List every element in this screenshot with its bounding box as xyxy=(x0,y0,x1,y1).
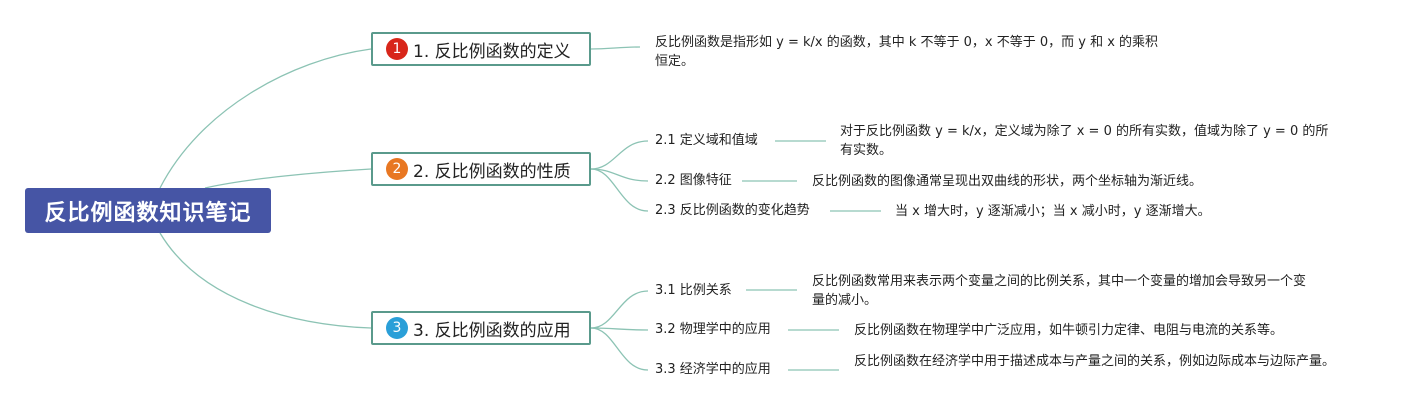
connector-root-topic3 xyxy=(159,232,372,329)
topic-label: 3. 反比例函数的应用 xyxy=(413,320,571,341)
subtopic-economics[interactable]: 3.3 经济学中的应用 xyxy=(655,362,771,377)
connector-root-topic1 xyxy=(159,48,372,189)
subtopic-proportion-desc: 反比例函数常用来表示两个变量之间的比例关系，其中一个变量的增加会导致另一个变量的… xyxy=(812,274,1307,308)
topic-properties[interactable]: 2 2. 反比例函数的性质 xyxy=(371,152,591,186)
connector-topic2-sub3 xyxy=(590,168,649,212)
subtopic-trend-desc: 当 x 增大时，y 逐渐减小；当 x 减小时，y 逐渐增大。 xyxy=(895,204,1211,219)
topic-applications[interactable]: 3 3. 反比例函数的应用 xyxy=(371,311,591,345)
subtopic-trend[interactable]: 2.3 反比例函数的变化趋势 xyxy=(655,203,810,218)
root-topic[interactable]: 反比例函数知识笔记 xyxy=(25,188,271,233)
number-badge-icon: 2 xyxy=(386,158,408,180)
subtopic-graph-features[interactable]: 2.2 图像特征 xyxy=(655,173,732,188)
subtopic-physics[interactable]: 3.2 物理学中的应用 xyxy=(655,322,771,337)
topic-label: 2. 反比例函数的性质 xyxy=(413,161,571,182)
connector-topic3-sub2 xyxy=(590,327,649,331)
connector-topic2-sub1 xyxy=(590,140,649,170)
subtopic-graph-features-desc: 反比例函数的图像通常呈现出双曲线的形状，两个坐标轴为渐近线。 xyxy=(812,174,1203,189)
number-badge-icon: 3 xyxy=(386,317,408,339)
topic-definition[interactable]: 1 1. 反比例函数的定义 xyxy=(371,32,591,66)
root-title: 反比例函数知识笔记 xyxy=(44,200,252,226)
connector-topic3-sub1 xyxy=(590,290,649,329)
number-badge-icon: 1 xyxy=(386,38,408,60)
topic-label: 1. 反比例函数的定义 xyxy=(413,41,571,62)
subtopic-proportion[interactable]: 3.1 比例关系 xyxy=(655,283,732,298)
subtopic-economics-desc: 反比例函数在经济学中用于描述成本与产量之间的关系，例如边际成本与边际产量。 xyxy=(854,354,1336,369)
connector-topic3-sub3 xyxy=(590,327,649,371)
connector-root-topic2 xyxy=(204,168,372,189)
topic-definition-desc: 反比例函数是指形如 y = k/x 的函数，其中 k 不等于 0，x 不等于 0… xyxy=(655,35,1159,69)
subtopic-domain-range-desc: 对于反比例函数 y = k/x，定义域为除了 x = 0 的所有实数，值域为除了… xyxy=(840,124,1329,158)
subtopic-physics-desc: 反比例函数在物理学中广泛应用，如牛顿引力定律、电阻与电流的关系等。 xyxy=(854,323,1284,338)
connector-topic1-desc xyxy=(590,46,641,50)
subtopic-domain-range[interactable]: 2.1 定义域和值域 xyxy=(655,133,758,148)
